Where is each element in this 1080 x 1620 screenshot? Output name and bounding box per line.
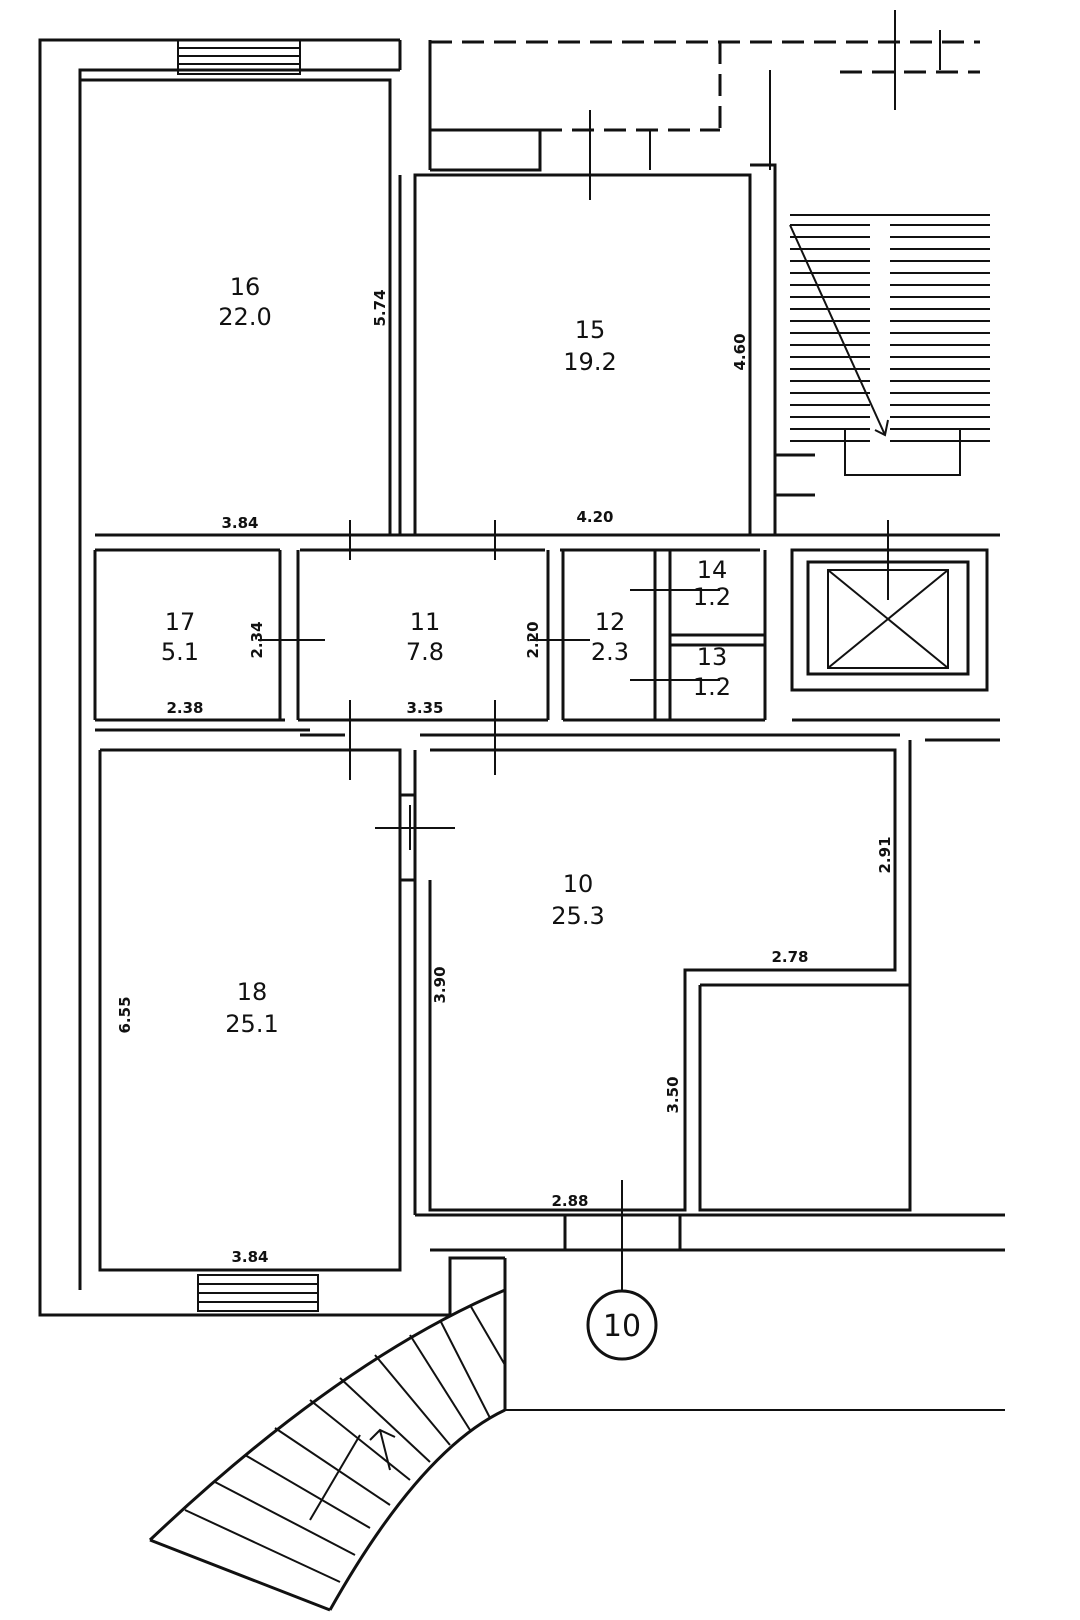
window-top bbox=[177, 39, 301, 75]
room-18-number: 18 bbox=[237, 978, 268, 1006]
dim-15-height: 4.60 bbox=[731, 333, 749, 370]
axis-marker-label: 10 bbox=[603, 1309, 641, 1344]
room-11-number: 11 bbox=[410, 608, 441, 636]
room-15-area: 19.2 bbox=[563, 348, 616, 376]
room-18-area: 25.1 bbox=[225, 1010, 278, 1038]
elevator-shaft bbox=[790, 520, 1000, 722]
room-17: 17 5.1 2.34 2.38 bbox=[161, 608, 325, 717]
dim-10-height-left: 3.90 bbox=[431, 966, 449, 1003]
room-13-number: 13 bbox=[697, 643, 728, 671]
axis-marker: 10 bbox=[586, 1289, 658, 1361]
dim-16-height: 5.74 bbox=[371, 289, 389, 326]
room-12-number: 12 bbox=[595, 608, 626, 636]
dim-15-width: 4.20 bbox=[576, 508, 613, 526]
room-10-area: 25.3 bbox=[551, 902, 604, 930]
room-16-number: 16 bbox=[230, 273, 261, 301]
room-17-area: 5.1 bbox=[161, 638, 199, 666]
dim-10-width-bottom: 2.88 bbox=[551, 1192, 588, 1210]
room-10-number: 10 bbox=[563, 870, 594, 898]
axis-marker-circle bbox=[586, 1289, 658, 1361]
room-11-area: 7.8 bbox=[406, 638, 444, 666]
room-14-area: 1.2 bbox=[693, 583, 731, 611]
room-14-number: 14 bbox=[697, 556, 728, 584]
dim-17-width: 2.38 bbox=[166, 699, 203, 717]
dim-10-height: 2.91 bbox=[876, 836, 894, 873]
dim-16-width: 3.84 bbox=[221, 514, 258, 532]
window-bottom bbox=[197, 1274, 319, 1312]
room-14: 14 1.2 bbox=[693, 556, 731, 611]
room-17-number: 17 bbox=[165, 608, 196, 636]
outer-walls bbox=[38, 38, 542, 1317]
dashed-outline bbox=[430, 10, 980, 200]
middle-row-walls bbox=[93, 520, 1000, 780]
room-15: 15 19.2 4.60 4.20 bbox=[398, 163, 777, 535]
dim-18-width: 3.84 bbox=[231, 1248, 268, 1266]
room-16: 16 22.0 5.74 3.84 bbox=[80, 78, 392, 537]
dim-17-height: 2.34 bbox=[248, 621, 266, 658]
room-10: 10 25.3 2.91 2.78 3.90 3.50 2.88 bbox=[413, 738, 1005, 1290]
room-16-area: 22.0 bbox=[218, 303, 271, 331]
dim-10-width-top: 2.78 bbox=[771, 948, 808, 966]
dim-10-inner: 3.50 bbox=[664, 1076, 682, 1113]
dim-18-height: 6.55 bbox=[116, 996, 134, 1033]
room-15-number: 15 bbox=[575, 316, 606, 344]
room-13: 13 1.2 bbox=[693, 643, 731, 701]
room-13-area: 1.2 bbox=[693, 673, 731, 701]
room-12-area: 2.3 bbox=[591, 638, 629, 666]
dim-11-width: 3.35 bbox=[406, 699, 443, 717]
room-11: 11 7.8 2.20 3.35 bbox=[406, 608, 590, 717]
room-12: 12 2.3 bbox=[591, 608, 629, 666]
staircase-top bbox=[775, 214, 990, 497]
curved-staircase bbox=[148, 1288, 506, 1612]
room-18: 18 25.1 6.55 3.84 bbox=[98, 748, 455, 1272]
entry-landing bbox=[448, 1256, 1005, 1411]
